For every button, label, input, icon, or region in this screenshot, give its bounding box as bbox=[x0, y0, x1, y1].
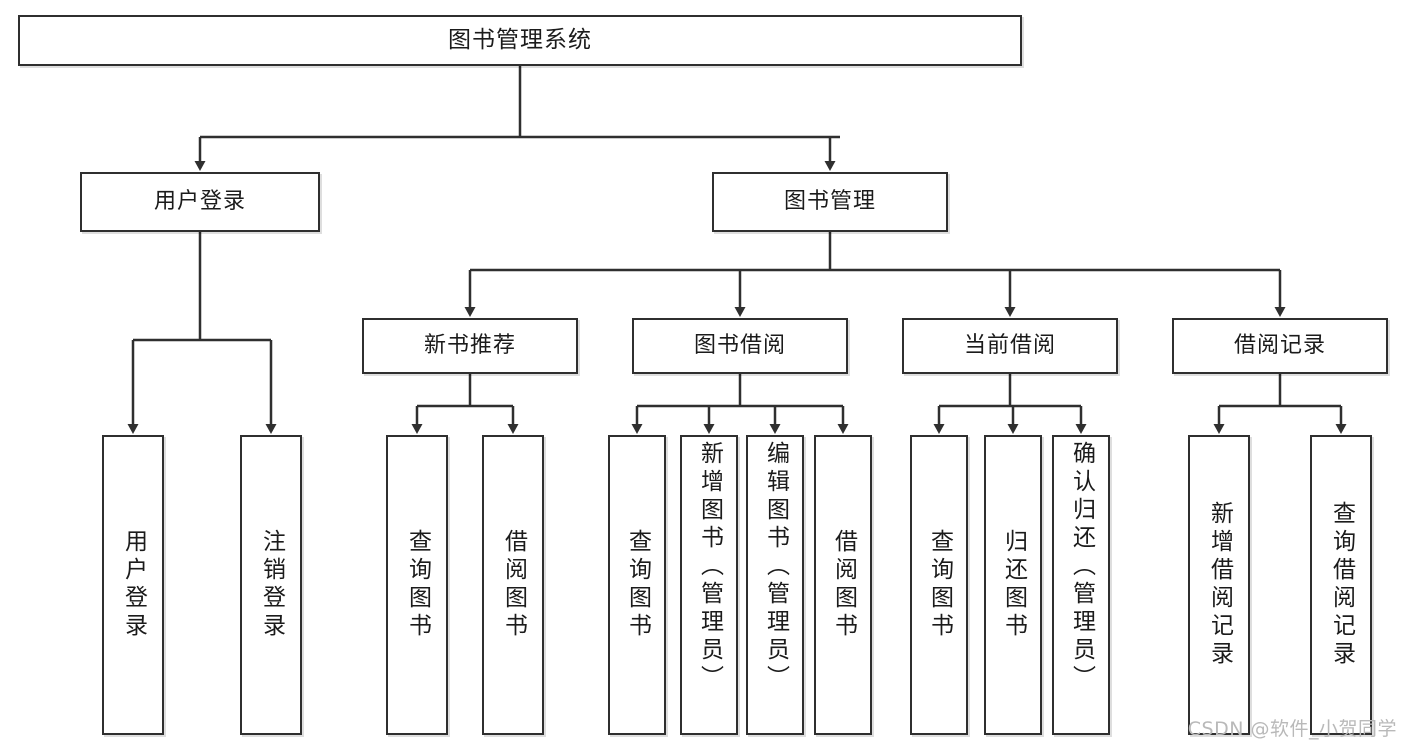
node-label: 新增借阅记录 bbox=[1206, 501, 1233, 669]
node-label: 编辑图书（管理员） bbox=[762, 441, 789, 693]
node-label: 用户登录 bbox=[120, 529, 147, 641]
node-label: 当前借阅 bbox=[963, 332, 1056, 358]
node-label: 查询图书 bbox=[926, 529, 953, 641]
node-label: 用户登录 bbox=[153, 188, 246, 214]
node-label: 注销登录 bbox=[258, 529, 285, 641]
leaf-borrow-book-recommend[interactable]: 借阅图书 bbox=[482, 435, 544, 735]
leaf-query-borrow-record[interactable]: 查询借阅记录 bbox=[1310, 435, 1372, 735]
node-label: 新书推荐 bbox=[423, 332, 516, 358]
node-label: 借阅图书 bbox=[500, 529, 527, 641]
node-new-book-recommend[interactable]: 新书推荐 bbox=[362, 318, 578, 374]
node-book-borrow[interactable]: 图书借阅 bbox=[632, 318, 848, 374]
leaf-edit-book-admin[interactable]: 编辑图书（管理员） bbox=[746, 435, 804, 735]
node-label: 查询图书 bbox=[404, 529, 431, 641]
node-label: 图书借阅 bbox=[693, 332, 786, 358]
leaf-confirm-return-admin[interactable]: 确认归还（管理员） bbox=[1052, 435, 1110, 735]
node-label: 新增图书（管理员） bbox=[696, 441, 723, 693]
node-label: 查询借阅记录 bbox=[1328, 501, 1355, 669]
leaf-add-borrow-record[interactable]: 新增借阅记录 bbox=[1188, 435, 1250, 735]
leaf-add-book-admin[interactable]: 新增图书（管理员） bbox=[680, 435, 738, 735]
node-label: 图书管理 bbox=[783, 188, 876, 214]
node-label: 借阅记录 bbox=[1233, 332, 1326, 358]
leaf-query-book-recommend[interactable]: 查询图书 bbox=[386, 435, 448, 735]
leaf-query-book-current[interactable]: 查询图书 bbox=[910, 435, 968, 735]
leaf-user-logout[interactable]: 注销登录 bbox=[240, 435, 302, 735]
node-current-borrow[interactable]: 当前借阅 bbox=[902, 318, 1118, 374]
node-label: 借阅图书 bbox=[830, 529, 857, 641]
watermark: CSDN @软件_小贺同学 bbox=[1187, 718, 1397, 740]
node-borrow-records[interactable]: 借阅记录 bbox=[1172, 318, 1388, 374]
node-label: 图书管理系统 bbox=[448, 27, 592, 54]
leaf-user-login[interactable]: 用户登录 bbox=[102, 435, 164, 735]
node-book-management[interactable]: 图书管理 bbox=[712, 172, 948, 232]
leaf-borrow-book[interactable]: 借阅图书 bbox=[814, 435, 872, 735]
node-user-login[interactable]: 用户登录 bbox=[80, 172, 320, 232]
node-root-system[interactable]: 图书管理系统 bbox=[18, 15, 1022, 66]
node-label: 查询图书 bbox=[624, 529, 651, 641]
leaf-query-book-borrow[interactable]: 查询图书 bbox=[608, 435, 666, 735]
leaf-return-book[interactable]: 归还图书 bbox=[984, 435, 1042, 735]
node-label: 确认归还（管理员） bbox=[1068, 441, 1095, 693]
node-label: 归还图书 bbox=[1000, 529, 1027, 641]
